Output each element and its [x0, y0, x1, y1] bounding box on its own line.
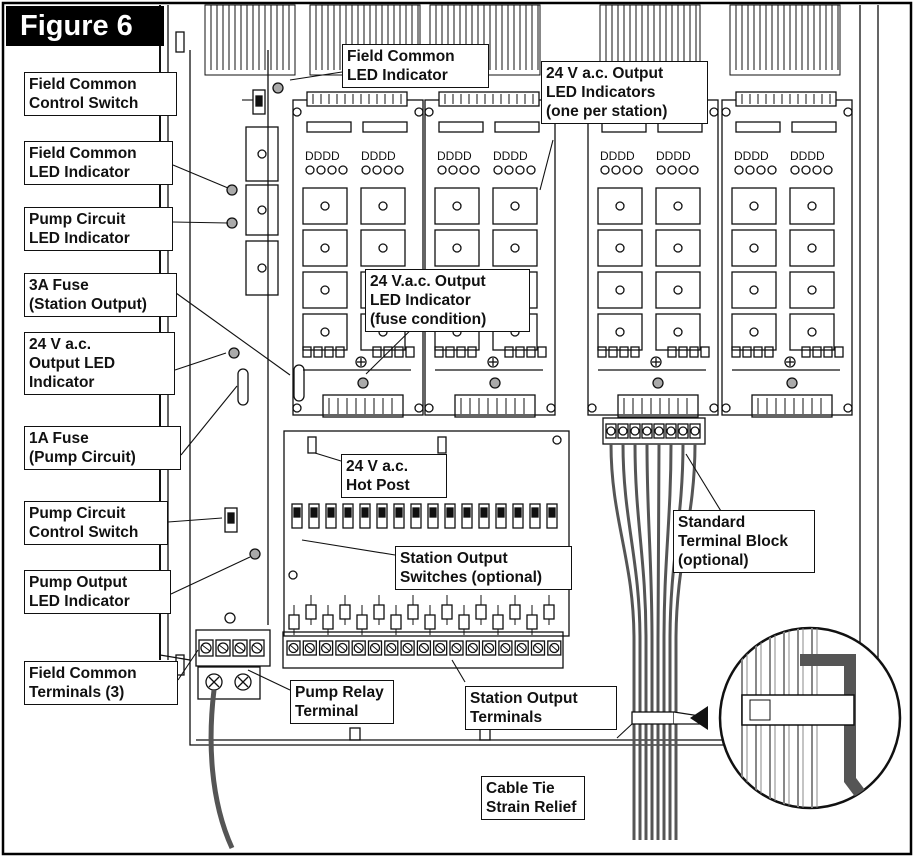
cable-tie-detail [718, 626, 902, 810]
label-station-output-terminals: Station Output Terminals [465, 686, 617, 730]
cabinet [159, 5, 879, 746]
module-letters: DDDD [656, 149, 691, 163]
module-letters: DDDD [437, 149, 472, 163]
figure-title: Figure 6 [6, 6, 164, 46]
label-fuse-condition-led: 24 V.a.c. Output LED Indicator (fuse con… [365, 269, 530, 332]
label-cable-tie: Cable Tie Strain Relief [481, 776, 585, 820]
station-module: DDDD DDDD [424, 91, 556, 418]
label-pump-circuit-control-switch: Pump Circuit Control Switch [24, 501, 168, 545]
label-field-common-led-left: Field Common LED Indicator [24, 141, 173, 185]
standard-terminal-block [602, 417, 708, 840]
module-letters: DDDD [305, 149, 340, 163]
label-pump-output-led: Pump Output LED Indicator [24, 570, 171, 614]
terminal-board [282, 430, 570, 669]
label-pump-relay-terminal: Pump Relay Terminal [290, 680, 394, 724]
label-3a-fuse: 3A Fuse (Station Output) [24, 273, 177, 317]
label-standard-terminal-block: Standard Terminal Block (optional) [673, 510, 815, 573]
label-station-output-switches: Station Output Switches (optional) [395, 546, 572, 590]
module-letters: DDDD [734, 149, 769, 163]
label-output-led-indicators: 24 V a.c. Output LED Indicators (one per… [541, 61, 708, 124]
module-letters: DDDD [790, 149, 825, 163]
label-pump-circuit-led: Pump Circuit LED Indicator [24, 207, 173, 251]
module-letters: DDDD [493, 149, 528, 163]
station-output-terminals [286, 640, 562, 656]
label-field-common-terminals: Field Common Terminals (3) [24, 661, 178, 705]
left-controls [224, 82, 305, 560]
station-modules: DDDD DDDD DDDD DDDD DDDD DDDD DDDD DDDD [292, 91, 853, 418]
ribbon-cables [204, 4, 841, 76]
label-hot-post: 24 V a.c. Hot Post [341, 454, 447, 498]
leader-lines [167, 71, 736, 739]
resistor-row [288, 595, 555, 635]
label-output-led-indicator: 24 V a.c. Output LED Indicator [24, 332, 175, 395]
label-field-common-led-top: Field Common LED Indicator [342, 44, 489, 88]
module-letters: DDDD [600, 149, 635, 163]
field-common-terminal-block [195, 612, 271, 850]
label-1a-fuse: 1A Fuse (Pump Circuit) [24, 426, 181, 470]
station-module: DDDD DDDD [721, 91, 853, 418]
station-module: DDDD DDDD [587, 91, 719, 418]
module-letters: DDDD [361, 149, 396, 163]
station-output-switches [291, 503, 558, 529]
station-module: DDDD DDDD [292, 91, 424, 418]
label-field-common-control-switch: Field Common Control Switch [24, 72, 177, 116]
